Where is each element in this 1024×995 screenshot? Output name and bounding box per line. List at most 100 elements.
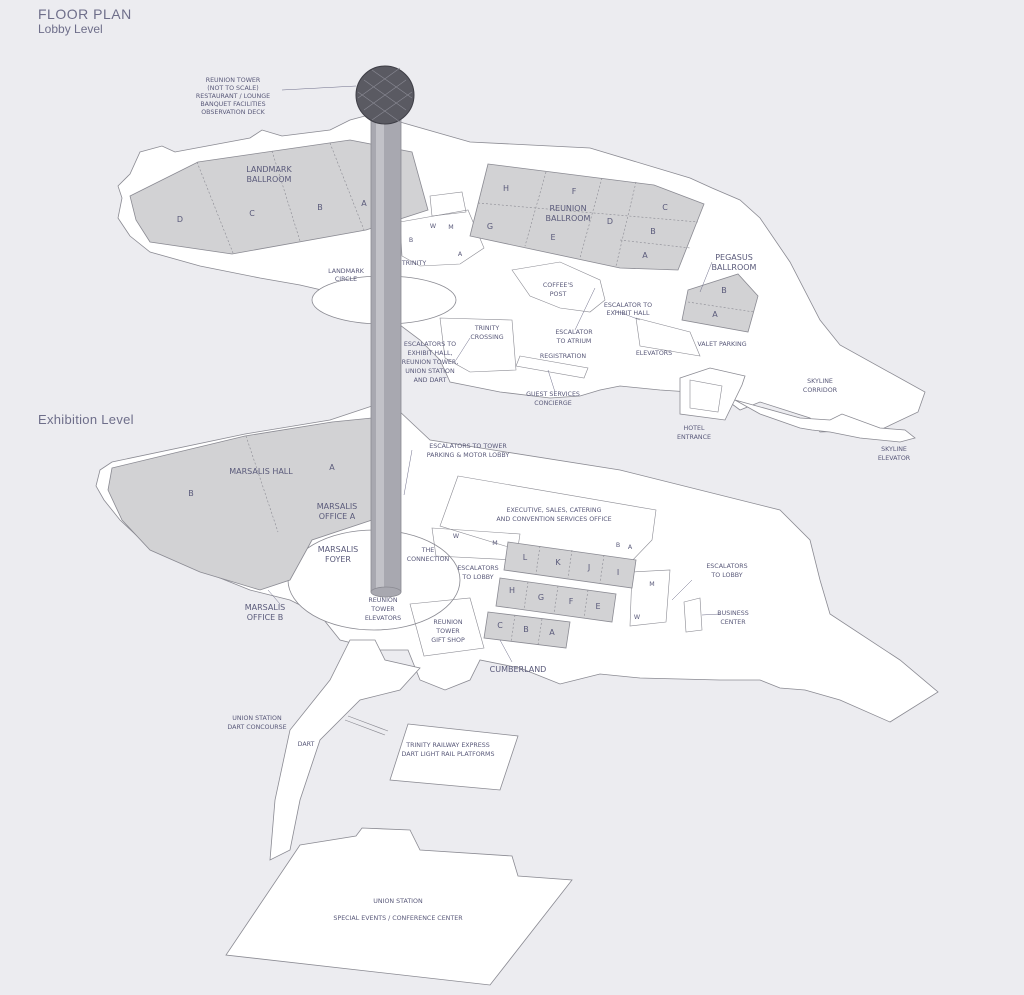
reunion-tower-elevators-label: REUNION TOWER ELEVATORS [365, 597, 401, 622]
svg-text:D: D [607, 217, 613, 226]
svg-text:ESCALATORS TO TOWER: ESCALATORS TO TOWER [429, 443, 507, 450]
registration-label: REGISTRATION [540, 353, 587, 360]
skyline-elevator-label: SKYLINE ELEVATOR [878, 446, 911, 462]
svg-text:CROSSING: CROSSING [470, 334, 503, 341]
svg-text:ESCALATORS TO: ESCALATORS TO [404, 341, 456, 348]
svg-text:TO ATRIUM: TO ATRIUM [556, 338, 592, 345]
svg-text:CONCIERGE: CONCIERGE [534, 400, 572, 407]
landmark-circle-label: LANDMARK CIRCLE [328, 268, 365, 283]
svg-text:PARKING & MOTOR LOBBY: PARKING & MOTOR LOBBY [427, 452, 510, 459]
svg-text:CIRCLE: CIRCLE [335, 276, 357, 283]
svg-text:BUSINESS: BUSINESS [717, 610, 748, 617]
escalators-lobby-right-label: ESCALATORS TO LOBBY [706, 563, 747, 579]
guest-services-label: GUEST SERVICES CONCIERGE [526, 391, 580, 407]
svg-text:D: D [177, 215, 183, 224]
pegasus-ballroom-room [681, 273, 759, 333]
svg-text:TRINITY RAILWAY EXPRESS: TRINITY RAILWAY EXPRESS [405, 742, 490, 749]
reunion-ballroom-label: REUNION BALLROOM H F C G D B E A [487, 184, 668, 260]
coffee-post-label: COFFEE'S POST [543, 282, 573, 298]
svg-text:UNION STATION: UNION STATION [232, 715, 282, 722]
tower-label: REUNION TOWER (NOT TO SCALE) RESTAURANT … [196, 77, 270, 116]
rooms-row-1: L K J I [523, 553, 619, 577]
svg-text:CORRIDOR: CORRIDOR [803, 387, 838, 394]
trinity-railway-platform [389, 723, 519, 791]
svg-text:M: M [448, 224, 453, 231]
svg-text:BALLROOM: BALLROOM [247, 175, 292, 184]
svg-text:COFFEE'S: COFFEE'S [543, 282, 573, 289]
gift-shop-label: REUNION TOWER GIFT SHOP [431, 619, 465, 644]
svg-text:CENTER: CENTER [720, 619, 746, 626]
svg-text:BALLROOM: BALLROOM [712, 263, 757, 272]
svg-text:H: H [503, 184, 509, 193]
svg-text:TO LOBBY: TO LOBBY [461, 574, 493, 581]
svg-text:E: E [550, 233, 555, 242]
svg-text:BALLROOM: BALLROOM [546, 214, 591, 223]
marsalis-foyer-label: MARSALIS FOYER [318, 545, 359, 564]
exhibition-level-heading: Exhibition Level [38, 412, 134, 427]
rooms-row-2: H G F E [509, 586, 601, 611]
svg-text:TOWER: TOWER [435, 628, 460, 635]
svg-text:HOTEL: HOTEL [683, 425, 705, 432]
svg-text:ESCALATORS: ESCALATORS [706, 563, 747, 570]
escalators-lobby-left-label: ESCALATORS TO LOBBY [457, 565, 498, 581]
svg-text:B: B [650, 227, 656, 236]
union-station-corridor [269, 639, 421, 861]
skyline-corridor-outline [734, 399, 916, 443]
reunion-ballroom-room [469, 163, 705, 271]
svg-text:MARSALIS: MARSALIS [245, 603, 286, 612]
svg-text:K: K [555, 558, 561, 567]
svg-text:A: A [712, 310, 718, 319]
valet-parking-label: VALET PARKING [697, 341, 746, 348]
svg-text:A: A [549, 628, 555, 637]
cumberland-label: CUMBERLAND [490, 665, 547, 674]
trinity-crossing-label: TRINITY CROSSING [470, 325, 503, 341]
svg-text:EXHIBIT HALL,: EXHIBIT HALL, [408, 350, 453, 357]
business-center-label: BUSINESS CENTER [717, 610, 748, 626]
svg-text:(NOT TO SCALE): (NOT TO SCALE) [207, 85, 258, 92]
svg-text:EXECUTIVE, SALES, CATERING: EXECUTIVE, SALES, CATERING [506, 507, 601, 514]
svg-text:REUNION: REUNION [549, 204, 586, 213]
special-events-label: SPECIAL EVENTS / CONFERENCE CENTER [333, 915, 463, 922]
svg-text:A: A [642, 251, 648, 260]
svg-text:B: B [523, 625, 529, 634]
trinity-label: W M B A TRINITY [401, 223, 463, 267]
svg-text:G: G [538, 593, 544, 602]
trinity-railway-label: TRINITY RAILWAY EXPRESS DART LIGHT RAIL … [402, 742, 495, 758]
svg-text:TRINITY: TRINITY [401, 260, 426, 267]
svg-text:DART CONCOURSE: DART CONCOURSE [227, 724, 286, 731]
svg-text:ESCALATORS: ESCALATORS [457, 565, 498, 572]
svg-text:C: C [497, 621, 503, 630]
union-station-building [225, 827, 573, 986]
side-m-label: M [649, 581, 654, 588]
svg-text:AND DART: AND DART [414, 377, 447, 384]
exec-m-label: M [492, 540, 497, 547]
svg-text:OFFICE A: OFFICE A [319, 512, 356, 521]
side-w-label: W [634, 614, 641, 621]
svg-text:B: B [409, 237, 413, 244]
marsalis-office-a-label: MARSALIS OFFICE A [317, 502, 358, 521]
svg-text:TO LOBBY: TO LOBBY [710, 572, 742, 579]
marsalis-hall-room [107, 417, 401, 591]
svg-text:REUNION TOWER,: REUNION TOWER, [402, 359, 459, 366]
office-a-label: A [628, 544, 633, 551]
lobby-level [117, 115, 926, 443]
svg-text:ESCALATOR: ESCALATOR [555, 329, 593, 336]
svg-text:J: J [587, 563, 590, 572]
svg-text:LANDMARK: LANDMARK [328, 268, 365, 275]
svg-text:F: F [569, 597, 574, 606]
page-title: FLOOR PLAN [38, 6, 132, 22]
svg-text:H: H [509, 586, 515, 595]
executive-office-label: EXECUTIVE, SALES, CATERING AND CONVENTIO… [496, 507, 611, 523]
svg-text:TRINITY: TRINITY [474, 325, 499, 332]
elevators-label: ELEVATORS [636, 350, 672, 357]
svg-text:POST: POST [550, 291, 567, 298]
dart-label: DART [298, 741, 315, 748]
skyline-corridor-label: SKYLINE CORRIDOR [803, 378, 838, 394]
svg-text:PEGASUS: PEGASUS [715, 253, 753, 262]
svg-text:BANQUET FACILITIES: BANQUET FACILITIES [200, 101, 265, 108]
rooms-row-3: C B A [497, 621, 555, 637]
escalator-exhibit-hall-label: ESCALATOR TO EXHIBIT HALL [604, 302, 652, 317]
svg-text:C: C [662, 203, 668, 212]
svg-text:A: A [361, 199, 367, 208]
